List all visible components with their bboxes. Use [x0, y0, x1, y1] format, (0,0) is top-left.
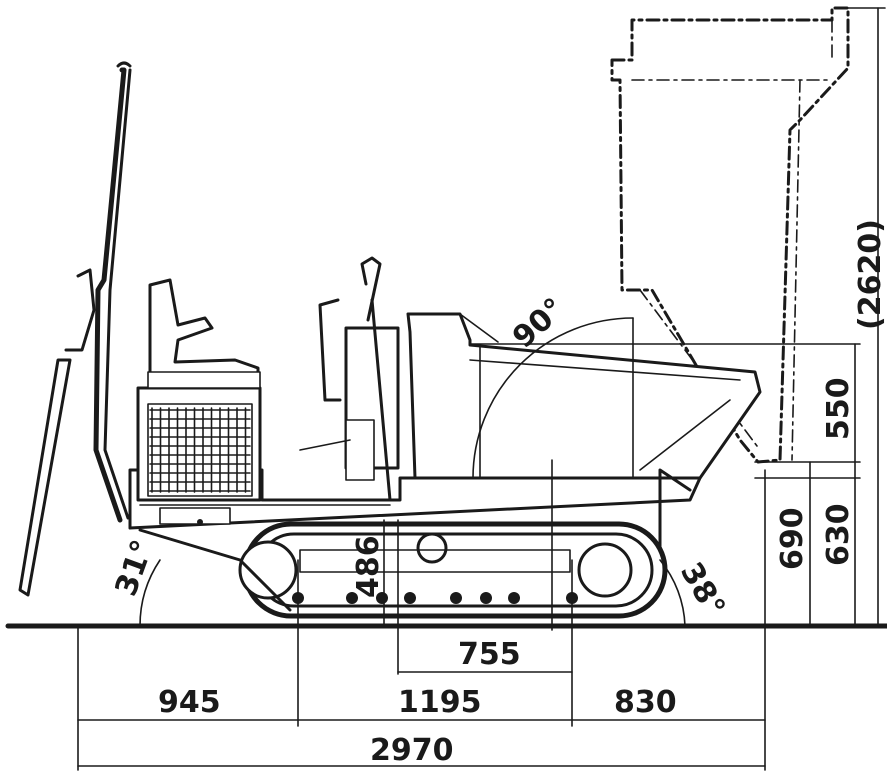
dim-track-length: 1195	[398, 685, 482, 720]
tilt-arc	[472, 317, 634, 479]
dim-front-overhang: 830	[614, 685, 677, 720]
dump-bed	[406, 312, 762, 480]
operator-seat	[147, 278, 261, 390]
rear-handle	[18, 61, 132, 597]
control-column	[299, 256, 400, 502]
chassis	[128, 468, 702, 530]
dim-max-height: (2620)	[853, 219, 887, 330]
dim-ground-clearance: 486	[351, 535, 386, 598]
approach-angle-label: 38°	[673, 557, 732, 624]
dim-bed-depth: 550	[821, 377, 856, 440]
dim-overall-length: 2970	[370, 733, 454, 768]
dim-rear-overhang: 945	[158, 685, 221, 720]
departure-angle-label: 31°	[109, 535, 161, 600]
engine-housing	[136, 386, 262, 502]
dim-bed-height: 630	[821, 503, 856, 566]
dimension-lines	[77, 7, 886, 771]
dim-sprocket-offset: 755	[458, 637, 521, 672]
dim-dump-height: 690	[775, 507, 810, 570]
crawler-track	[238, 521, 668, 619]
tilt-angle-label: 90°	[506, 291, 572, 355]
